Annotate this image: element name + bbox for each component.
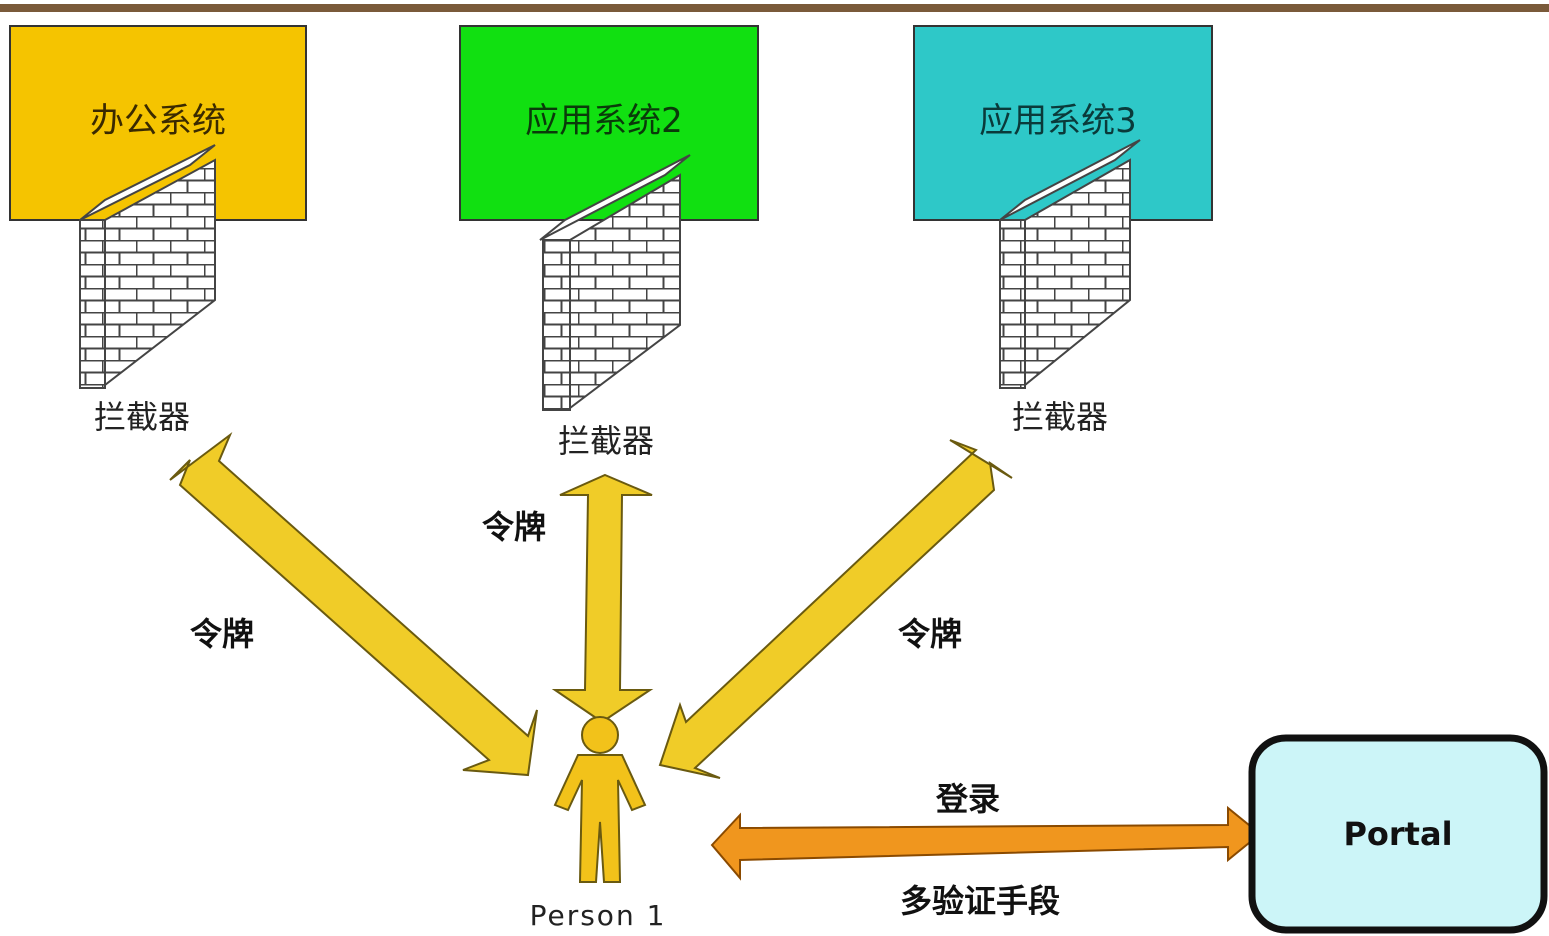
login-method-label: 多验证手段 (900, 882, 1060, 920)
portal-label: Portal (1343, 815, 1452, 853)
interceptor-wall-app2 (539, 154, 691, 411)
login-label: 登录 (935, 780, 1000, 818)
person-icon (553, 716, 647, 883)
system-label-app3: 应用系统3 (979, 101, 1137, 141)
token-label-app2: 令牌 (482, 508, 546, 546)
system-box-office (9, 25, 307, 221)
system-box-app2 (459, 25, 759, 221)
token-label-app3: 令牌 (898, 615, 962, 653)
login-arrow (710, 805, 1262, 881)
portal-box (1248, 734, 1548, 934)
interceptor-label-app2: 拦截器 (558, 422, 654, 460)
interceptor-wall-app3 (999, 139, 1141, 389)
top-border (0, 4, 1549, 12)
system-label-app2: 应用系统2 (525, 101, 683, 141)
token-arrow-app3 (658, 439, 1013, 779)
interceptor-label-office: 拦截器 (94, 398, 190, 436)
interceptor-label-app3: 拦截器 (1012, 398, 1108, 436)
system-box-app3 (913, 25, 1213, 221)
person-label: Person 1 (530, 899, 667, 932)
system-label-office: 办公系统 (90, 101, 226, 141)
interceptor-wall-office (79, 144, 216, 389)
token-arrow-app2 (551, 473, 654, 724)
token-label-office: 令牌 (190, 615, 254, 653)
token-arrow-office (169, 431, 538, 777)
